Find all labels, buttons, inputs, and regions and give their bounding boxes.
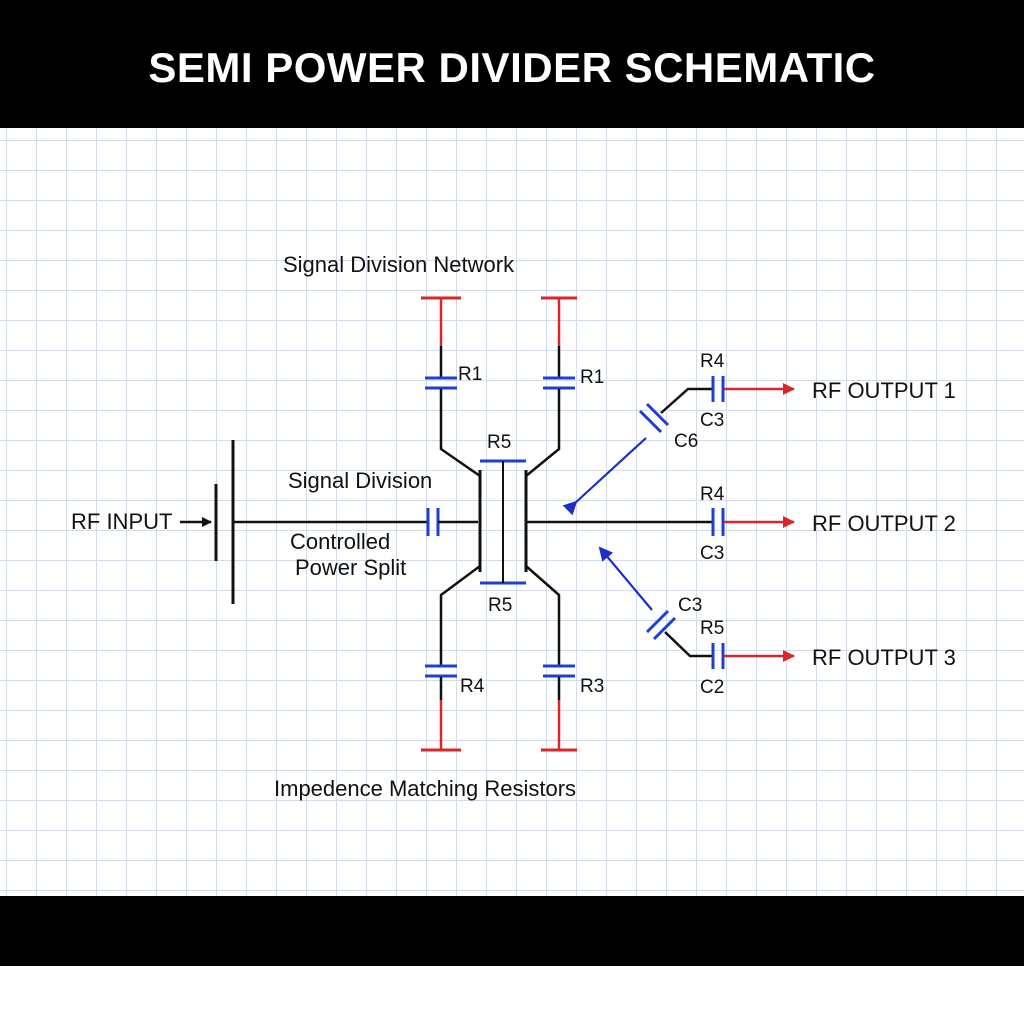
top-right-component-label: R1 [580,367,604,388]
impedance-matching-label: Impedence Matching Resistors [274,776,576,801]
rf-output-3-label: RF OUTPUT 3 [812,645,956,670]
mid-bottom-component-label: R5 [488,595,512,616]
output-3-feedback-line [598,546,653,611]
output-3-diag-capacitor-label: C3 [678,595,702,616]
output-3-wire [664,631,713,658]
output-1-resistor-label: R4 [700,351,725,372]
bottom-left-component-label: R4 [460,676,485,697]
rf-input-label: RF INPUT [71,509,172,534]
power-split-label: Power Split [295,555,406,580]
grid-canvas [0,128,1024,896]
output-1-feedback-line-a [573,437,647,505]
top-right-wire-b [525,389,561,477]
mid-top-component-label: R5 [487,432,511,453]
output-2-resistor-label: R4 [700,484,725,505]
signal-division-label: Signal Division [288,468,432,493]
signal-division-network-label: Signal Division Network [283,252,515,277]
title-bar: SEMI POWER DIVIDER SCHEMATIC [0,0,1024,128]
output-1-diag-capacitor-plate-a [638,409,663,434]
bottom-right-component-label: R3 [580,676,604,697]
output-3-resistor-label: R5 [700,618,724,639]
output-1-capacitor-label: C3 [700,410,724,431]
output-1-feedback-arrowhead [562,500,578,516]
footer-bar [0,896,1024,966]
page-title: SEMI POWER DIVIDER SCHEMATIC [148,44,876,91]
top-left-component-label: R1 [458,364,482,385]
rf-output-2-label: RF OUTPUT 2 [812,511,956,536]
output-3-capacitor-label: C2 [700,677,724,698]
output-3-diag-capacitor-plate-a [645,609,670,634]
controlled-label: Controlled [290,529,390,554]
output-3-diag-capacitor-plate-b [652,616,677,641]
bottom-left-wire-a [439,564,481,665]
rf-output-1-label: RF OUTPUT 1 [812,378,956,403]
top-left-wire-b [439,389,481,478]
bottom-right-wire-a [525,565,561,665]
output-1-diag-capacitor-label: C6 [674,431,698,452]
footer-margin [0,966,1024,1024]
output-2-capacitor-label: C3 [700,543,724,564]
output-1-wire [660,387,713,414]
output-1-diag-capacitor-plate-b [645,402,670,427]
